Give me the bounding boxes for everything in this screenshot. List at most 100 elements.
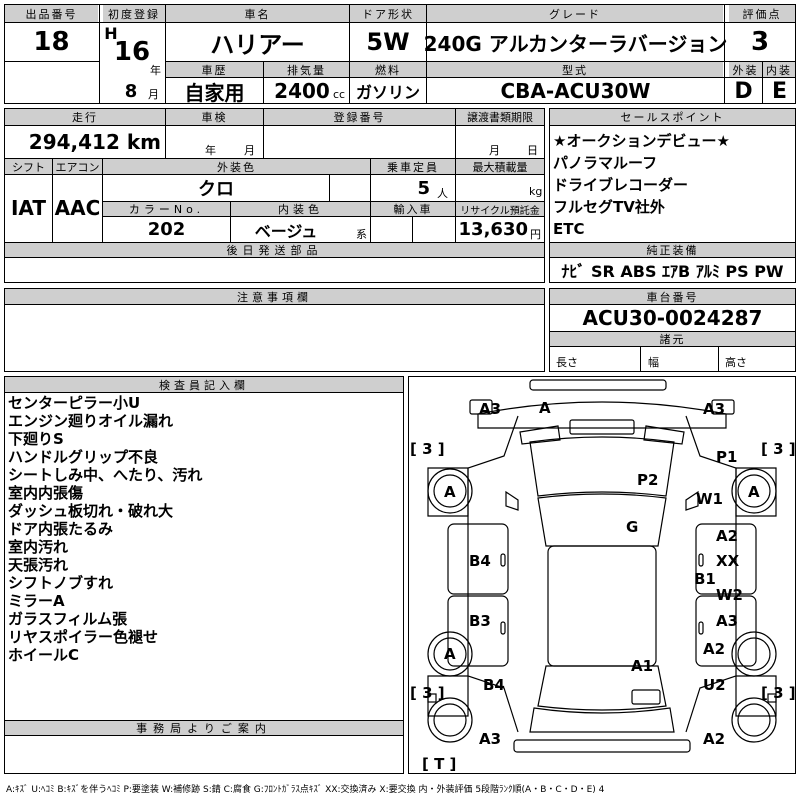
damage-a3-side: A3 xyxy=(716,612,739,630)
capacity-value: 5 xyxy=(417,177,430,199)
door-label: ドア形状 xyxy=(350,5,426,22)
later-parts-label: 後日発送部品 xyxy=(5,243,544,257)
fuel-value: ガソリン xyxy=(355,83,420,102)
history-label: 車歴 xyxy=(166,62,263,77)
damage-p2: P2 xyxy=(637,471,659,489)
vehicle-info-block xyxy=(4,108,545,283)
int-color-value: ベージュ xyxy=(254,221,318,241)
inspector-line: 下廻りS xyxy=(8,430,64,448)
equipment-label: 純正装備 xyxy=(550,243,795,257)
damage-rear-right: A2 xyxy=(703,730,726,748)
mileage-number: 294,412 xyxy=(28,130,120,154)
grade-value: 240G アルカンターラバージョン xyxy=(423,31,728,56)
inspector-line: ダッシュ板切れ・破れ大 xyxy=(8,502,174,520)
first-reg-year: 16 xyxy=(113,37,151,67)
damage-a2-front: A2 xyxy=(716,527,739,545)
ext-color-value: クロ xyxy=(198,179,234,200)
damage-w2: W2 xyxy=(716,586,743,604)
int-color-suffix: 系 xyxy=(356,228,367,241)
sales-point-list: ★オークションデビュー★ パノラマルーフ ドライブレコーダー フルセグTV社外 … xyxy=(553,130,730,240)
inspector-block xyxy=(4,376,404,774)
length-label: 長さ xyxy=(556,356,578,369)
fuel-label: 燃料 xyxy=(350,62,426,77)
damage-p1: P1 xyxy=(716,448,738,466)
notes-label: 注意事項欄 xyxy=(5,289,544,304)
displacement-unit: cc xyxy=(333,88,346,101)
capacity-unit: 人 xyxy=(437,187,448,200)
max-load-unit: kg xyxy=(529,185,543,198)
capacity-label: 乗車定員 xyxy=(371,159,455,174)
year-unit: 年 xyxy=(150,64,161,77)
inspector-line: 室内内張傷 xyxy=(8,484,84,502)
inspector-line: ハンドルグリップ不良 xyxy=(8,448,159,466)
damage-a2-rear: A2 xyxy=(703,640,726,658)
recycle-value: 13,630 xyxy=(458,219,528,240)
lot-label: 出品番号 xyxy=(5,5,98,22)
car-name: ハリアー xyxy=(210,30,305,59)
inspector-line: 天張汚れ xyxy=(8,556,69,574)
damage-u2: U2 xyxy=(703,676,726,694)
damage-b1: B1 xyxy=(694,570,716,588)
sales-point-item: パノラマルーフ xyxy=(553,154,658,172)
recycle-unit: 円 xyxy=(530,228,541,241)
color-no-label: カラーNo. xyxy=(103,202,230,216)
damage-front-center: A xyxy=(539,399,551,417)
grade-label: グレード xyxy=(427,5,723,22)
damage-wheel-front-left: A xyxy=(444,483,456,501)
interior-grade: E xyxy=(771,78,788,104)
chassis-number: ACU30-0024287 xyxy=(582,306,763,330)
damage-xx: XX xyxy=(716,552,740,570)
chassis-block xyxy=(549,288,796,372)
equipment-value: ﾅﾋﾞ SR ABS ｴｱB ｱﾙﾐ PS PW xyxy=(561,262,784,281)
inspector-line: エンジン廻りオイル漏れ xyxy=(8,412,174,430)
model-value: CBA-ACU30W xyxy=(500,79,651,103)
damage-b3: B3 xyxy=(469,612,491,630)
damage-b4-rear: B4 xyxy=(483,676,505,694)
damage-code-legend: A:ｷｽﾞ U:ﾍｺﾐ B:ｷｽﾞを伴うﾍｺﾐ P:要塗装 W:補修跡 S:錆 … xyxy=(6,785,605,795)
ext-color-label: 外装色 xyxy=(103,159,370,174)
mileage-value: 294,412 km xyxy=(20,128,165,156)
displacement-label: 排気量 xyxy=(264,62,349,77)
ac-value: AAC xyxy=(54,196,101,220)
reg-no-label: 登録番号 xyxy=(264,109,455,125)
sales-point-block xyxy=(549,108,796,283)
chassis-label: 車台番号 xyxy=(550,289,795,304)
damage-g: G xyxy=(626,518,639,536)
inspector-line: ホイールC xyxy=(8,646,80,664)
shift-value: IAT xyxy=(10,196,46,220)
inspector-line: 室内汚れ xyxy=(8,538,69,556)
score-value: 3 xyxy=(750,27,770,57)
damage-wheel-rear-left: A xyxy=(444,645,456,663)
int-color-label: 内装色 xyxy=(231,202,370,216)
ac-label: エアコン xyxy=(53,159,102,174)
era-letter: H xyxy=(104,23,118,43)
spare-tire-mark: [ T ] xyxy=(422,755,457,773)
color-no-value: 202 xyxy=(147,219,186,240)
damage-front-right: A3 xyxy=(703,400,726,418)
damage-wheel-front-right: A xyxy=(748,483,760,501)
history-value: 自家用 xyxy=(184,80,245,105)
tire-tread-rear-left: [ 3 ] xyxy=(410,684,445,702)
score-label: 評価点 xyxy=(729,5,795,22)
first-reg-month: 8 xyxy=(124,80,138,102)
mileage-label: 走行 xyxy=(5,109,165,125)
transfer-month-unit: 月 xyxy=(489,144,500,157)
inspector-line: ドア内張たるみ xyxy=(8,520,114,538)
tire-tread-front-left: [ 3 ] xyxy=(410,440,445,458)
exterior-label: 外装 xyxy=(729,62,762,77)
sales-point-label: セールスポイント xyxy=(550,109,795,125)
inspection-month-unit: 月 xyxy=(244,144,255,157)
inspection-year-unit: 年 xyxy=(205,144,216,157)
damage-front-left: A3 xyxy=(479,400,502,418)
width-label: 幅 xyxy=(648,356,659,369)
inspector-line: ミラーA xyxy=(8,592,65,610)
inspector-line: シートしみ中、へたり、汚れ xyxy=(8,466,203,484)
max-load-label: 最大積載量 xyxy=(456,159,544,174)
inspector-line: センターピラー小U xyxy=(8,394,141,412)
car-body-diagram xyxy=(427,379,777,753)
inspector-line: シフトノブすれ xyxy=(8,574,114,592)
shift-label: シフト xyxy=(5,159,52,174)
import-label: 輸入車 xyxy=(371,202,455,216)
inspection-label: 車検 xyxy=(166,109,263,125)
transfer-label: 譲渡書類期限 xyxy=(456,109,544,125)
